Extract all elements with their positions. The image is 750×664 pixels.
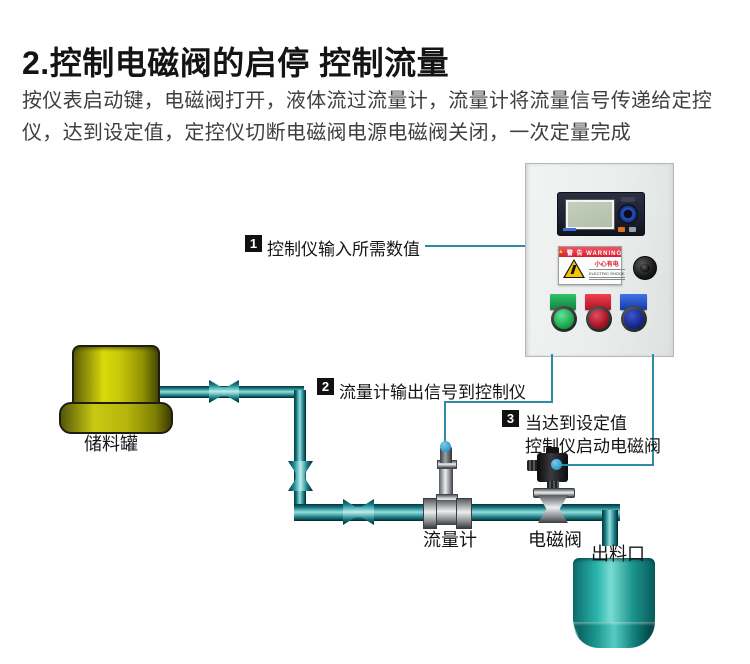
red-pushbutton-cap: [589, 309, 609, 329]
warning-caution-text: 小心有电: [594, 262, 619, 268]
callout-1-badge: 1: [245, 235, 262, 252]
storage-tank-label: 储料罐: [84, 434, 138, 454]
warning-triangle-small-icon: ▲: [557, 249, 565, 255]
callout-3-text-line2: 控制仪启动电磁阀: [525, 437, 661, 456]
blue-pushbutton-cap: [624, 309, 644, 329]
callout-3-badge: 3: [502, 410, 519, 427]
warning-label: ▲ 警 告 WARNING 小心有电 ELECTRIC SHOCK: [557, 246, 625, 285]
pipe-union-fitting-1: [209, 380, 239, 403]
callout3-connector-horizontal: [558, 464, 654, 466]
page-title: 2.控制电磁阀的启停 控制流量: [22, 45, 450, 81]
warning-header: ▲ 警 告 WARNING: [557, 247, 623, 257]
blue-pushbutton: [621, 306, 647, 332]
solenoid-neck: [547, 481, 559, 490]
outlet-bucket-base: [573, 622, 655, 648]
hmi-slot: [621, 197, 635, 202]
red-button-plate: [585, 294, 611, 310]
warning-fine-print: [589, 269, 625, 270]
callout2-connector-horizontal: [444, 401, 553, 403]
flow-meter-label: 流量计: [423, 530, 477, 550]
solenoid-valve-label: 电磁阀: [528, 530, 582, 550]
callout1-connector-line: [425, 245, 525, 247]
panel-lock-keyhole: [640, 264, 650, 272]
hmi-orange-key: [618, 227, 625, 232]
blue-button-plate: [620, 294, 647, 310]
connector-dot-flow-meter: [440, 441, 451, 452]
callout2-connector-drop: [444, 401, 446, 446]
solenoid-cable-gland: [527, 460, 539, 471]
high-voltage-triangle-icon: [563, 259, 585, 279]
solenoid-top-cap: [546, 447, 559, 455]
description-line-2: 仪，达到设定值，定控仪切断电磁阀电源电磁阀关闭，一次定量完成: [22, 122, 631, 144]
pipe-union-fitting-3: [343, 499, 374, 525]
callout2-connector-vertical: [551, 354, 553, 403]
pipe-discharge-segment: [602, 510, 618, 546]
callout-2-badge: 2: [317, 378, 334, 395]
panel-lock-knob: [633, 256, 657, 280]
callout3-connector-vertical: [652, 354, 654, 466]
connector-dot-solenoid: [551, 459, 562, 470]
flow-meter-hex-nut-right: [456, 498, 472, 529]
green-button-plate: [550, 294, 576, 310]
green-pushbutton: [551, 306, 577, 332]
storage-tank-base: [59, 402, 173, 434]
pipe-union-fitting-2: [288, 461, 313, 491]
red-pushbutton: [586, 306, 612, 332]
green-pushbutton-cap: [554, 309, 574, 329]
callout-2-text: 流量计输出信号到控制仪: [339, 383, 526, 402]
hmi-brand-mark: [563, 228, 576, 231]
pipe-down-segment: [294, 390, 306, 516]
control-panel: ▲ 警 告 WARNING 小心有电 ELECTRIC SHOCK: [525, 163, 674, 357]
description-line-1: 按仪表启动键，电磁阀打开，液体流过流量计，流量计将流量信号传递给定控: [22, 90, 713, 112]
lcd-screen: [566, 200, 614, 229]
outlet-bucket: [573, 558, 655, 648]
hmi-gray-key: [629, 227, 636, 232]
flow-meter-hex-nut-left: [423, 498, 437, 529]
warning-shock-text: ELECTRIC SHOCK: [588, 271, 625, 276]
hmi-display: [557, 192, 645, 236]
callout-1-text: 控制仪输入所需数值: [267, 240, 420, 259]
warning-fine-print: [589, 279, 625, 280]
warning-fine-print: [589, 277, 625, 278]
hmi-nav-pad: [618, 204, 638, 224]
outlet-label: 出料口: [591, 544, 645, 564]
warning-title-text: 警 告 WARNING: [566, 250, 623, 257]
callout-3-text-line1: 当达到设定值: [525, 414, 627, 433]
